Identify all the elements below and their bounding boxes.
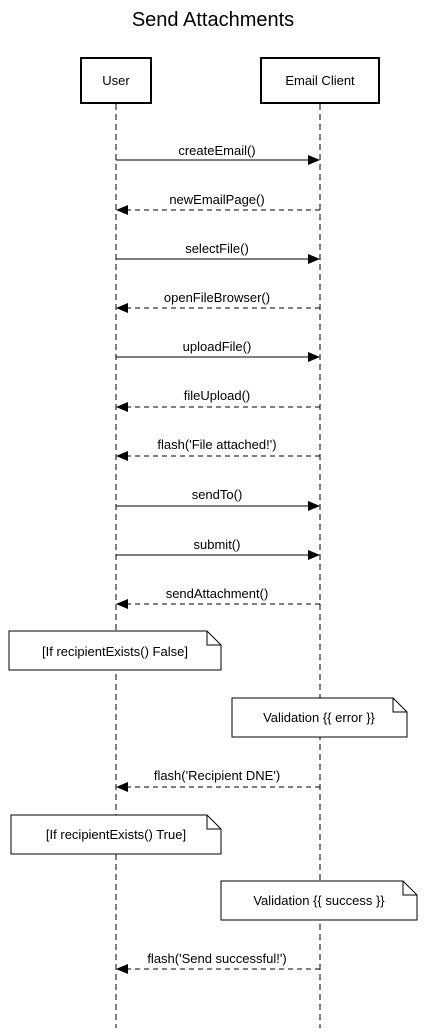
note-box [220,880,418,921]
note-box [8,630,222,671]
message-label: selectFile() [185,241,249,256]
note-box [231,697,408,738]
email-client-actor-box [260,57,380,104]
message-send-attachment: sendAttachment() [116,586,320,609]
message-select-file: selectFile() [116,241,320,264]
note-text: [If recipientExists() True] [46,827,186,842]
note-recipient-exists-true: [If recipientExists() True] [10,814,222,855]
message-label: fileUpload() [184,388,250,403]
message-open-file-browser: openFileBrowser() [116,290,320,313]
note-validation-success: Validation {{ success }} [220,880,418,921]
actor-email-client: Email Client [260,57,380,1028]
message-flash-send-successful: flash('Send successful!') [116,951,320,974]
message-send-to: sendTo() [116,487,320,511]
user-actor-label: User [102,73,130,88]
note-box [10,814,222,855]
message-label: sendAttachment() [166,586,269,601]
note-corner [402,881,417,896]
message-label: newEmailPage() [169,192,264,207]
message-label: uploadFile() [183,339,252,354]
note-recipient-exists-false: [If recipientExists() False] [8,630,222,671]
message-create-email: createEmail() [116,143,320,165]
note-validation-error: Validation {{ error }} [231,697,408,738]
note-corner [392,698,407,713]
message-file-upload: fileUpload() [116,388,320,412]
diagram-title: Send Attachments [132,9,294,31]
actor-user: User [80,57,152,1028]
email-client-actor-label: Email Client [285,73,355,88]
message-label: openFileBrowser() [164,290,270,305]
note-text: [If recipientExists() False] [42,644,188,659]
message-label: flash('File attached!') [157,437,276,452]
message-upload-file: uploadFile() [116,339,320,362]
message-label: flash('Recipient DNE') [154,768,280,783]
message-submit: submit() [116,537,320,560]
note-text: Validation {{ success }} [253,893,385,908]
user-actor-box [80,57,152,104]
note-text: Validation {{ error }} [263,710,375,725]
note-corner [206,631,221,646]
note-corner [206,815,221,830]
message-label: flash('Send successful!') [147,951,286,966]
message-flash-file-attached: flash('File attached!') [116,437,320,461]
message-new-email-page: newEmailPage() [116,192,320,215]
message-label: createEmail() [178,143,255,158]
message-label: submit() [194,537,241,552]
message-label: sendTo() [192,487,243,502]
message-flash-recipient-dne: flash('Recipient DNE') [116,768,320,792]
